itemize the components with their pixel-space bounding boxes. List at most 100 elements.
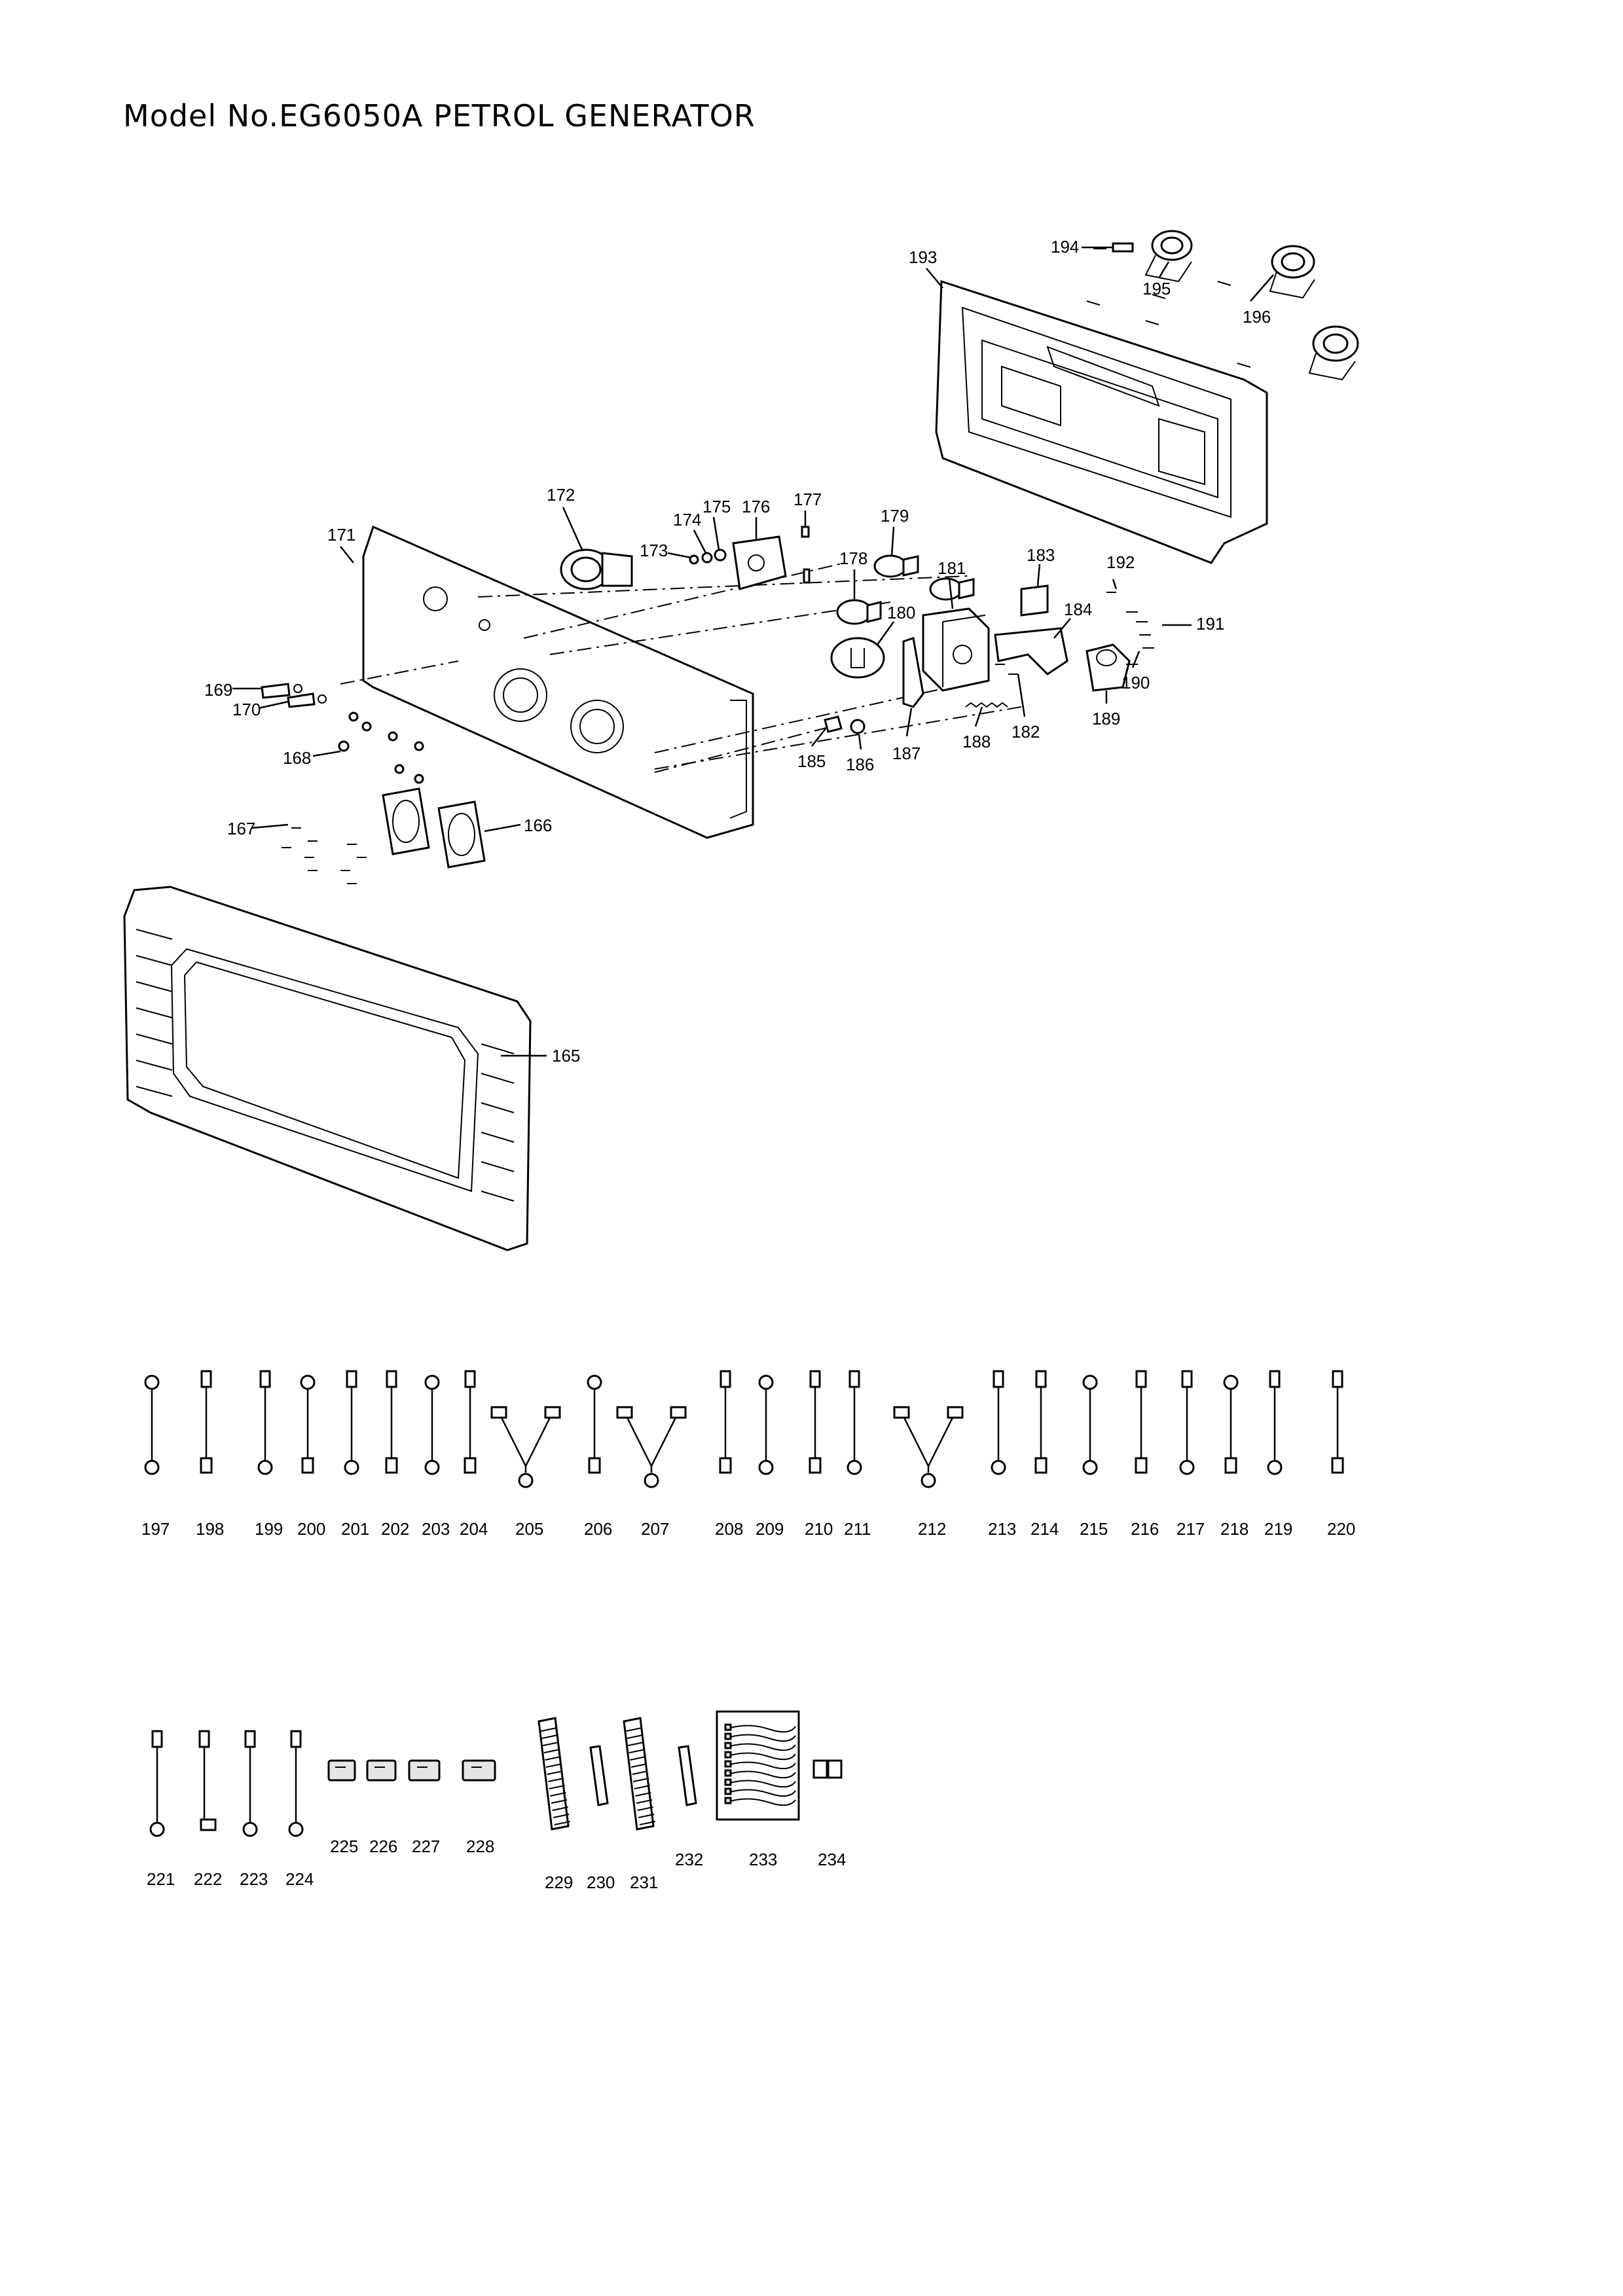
callout-177: 177 <box>793 490 822 509</box>
box-181 <box>922 607 990 692</box>
callout-232: 232 <box>675 1850 703 1869</box>
screws-167 <box>282 827 367 884</box>
indicator-179 <box>873 554 919 578</box>
callout-220: 220 <box>1327 1519 1355 1539</box>
knob-196 <box>1269 245 1315 299</box>
callout-218: 218 <box>1220 1519 1249 1539</box>
callout-213: 213 <box>988 1519 1016 1539</box>
callout-182: 182 <box>1012 722 1040 742</box>
callout-181: 181 <box>938 558 966 578</box>
callout-223: 223 <box>240 1869 268 1889</box>
wire-item-225: 225 <box>327 1759 358 1856</box>
callout-171: 171 <box>327 525 356 545</box>
knob-195 <box>1144 230 1193 283</box>
callout-234: 234 <box>818 1850 846 1869</box>
wire-item-232: 232 <box>675 1745 703 1869</box>
wire-item-205: 205 <box>490 1406 561 1539</box>
callout-188: 188 <box>962 732 991 751</box>
bracket-187 <box>902 637 924 708</box>
callout-179: 179 <box>881 506 909 526</box>
callout-225: 225 <box>330 1837 358 1856</box>
callout-198: 198 <box>196 1519 224 1539</box>
wire-item-223: 223 <box>240 1730 268 1889</box>
callout-193: 193 <box>909 247 937 267</box>
callout-174: 174 <box>673 510 701 529</box>
part-186 <box>850 719 866 734</box>
wire-item-233: 233 <box>716 1710 800 1869</box>
callout-206: 206 <box>584 1519 612 1539</box>
switch-172 <box>560 548 633 590</box>
callout-185: 185 <box>797 751 826 771</box>
wire-item-230: 230 <box>587 1745 615 1892</box>
wire-item-209: 209 <box>756 1374 784 1539</box>
front-frame-165 <box>123 886 532 1251</box>
wire-item-200: 200 <box>297 1374 325 1539</box>
spring-188 <box>965 702 1008 708</box>
callout-214: 214 <box>1030 1519 1059 1539</box>
wire-item-221: 221 <box>147 1730 175 1889</box>
callout-226: 226 <box>369 1837 397 1856</box>
wire-item-222: 222 <box>194 1730 222 1889</box>
wire-item-204: 204 <box>460 1370 488 1539</box>
callout-194: 194 <box>1051 237 1079 257</box>
callout-230: 230 <box>587 1873 615 1892</box>
wire-item-211: 211 <box>844 1370 871 1539</box>
wire-item-212: 212 <box>893 1406 964 1539</box>
callout-233: 233 <box>749 1850 777 1869</box>
callout-196: 196 <box>1243 307 1271 327</box>
callout-184: 184 <box>1064 600 1092 619</box>
wire-item-220: 220 <box>1327 1370 1355 1539</box>
callout-165: 165 <box>552 1046 580 1066</box>
bracket-184 <box>994 627 1068 675</box>
callout-183: 183 <box>1027 545 1055 565</box>
callout-189: 189 <box>1092 709 1120 728</box>
callout-215: 215 <box>1080 1519 1108 1539</box>
callout-169: 169 <box>204 680 232 700</box>
callout-200: 200 <box>297 1519 325 1539</box>
front-plate-171 <box>362 525 754 839</box>
wire-item-206: 206 <box>584 1374 612 1539</box>
callout-166: 166 <box>524 816 552 835</box>
callout-187: 187 <box>892 744 921 763</box>
cap-180 <box>830 637 885 679</box>
fasteners-173-175 <box>689 548 727 565</box>
callout-175: 175 <box>702 497 731 516</box>
wire-item-210: 210 <box>805 1370 833 1539</box>
callout-231: 231 <box>630 1873 658 1892</box>
wire-item-224: 224 <box>285 1730 314 1889</box>
callout-197: 197 <box>141 1519 170 1539</box>
callout-227: 227 <box>412 1837 440 1856</box>
nuts-168 <box>338 711 424 784</box>
callout-219: 219 <box>1264 1519 1292 1539</box>
callout-173: 173 <box>640 541 668 560</box>
screws-190-192 <box>995 592 1154 675</box>
wire-item-217: 217 <box>1176 1370 1205 1539</box>
breaker-176 <box>732 535 787 590</box>
wire-item-208: 208 <box>715 1370 743 1539</box>
callout-202: 202 <box>381 1519 409 1539</box>
callout-176: 176 <box>742 497 770 516</box>
wire-item-207: 207 <box>616 1406 687 1539</box>
socket-166a <box>382 787 430 855</box>
screw-194 <box>1082 242 1134 253</box>
callout-168: 168 <box>283 748 311 768</box>
wire-item-198: 198 <box>196 1370 224 1539</box>
callout-222: 222 <box>194 1869 222 1889</box>
wire-item-202: 202 <box>381 1370 409 1539</box>
part-185 <box>824 715 843 733</box>
knob-196b <box>1308 325 1359 381</box>
callout-195: 195 <box>1142 279 1171 298</box>
wire-item-219: 219 <box>1264 1370 1292 1539</box>
indicator-181 <box>929 577 975 601</box>
assembly-lines <box>340 562 1022 773</box>
callout-191: 191 <box>1196 614 1224 634</box>
wire-item-226: 226 <box>366 1759 397 1856</box>
callout-217: 217 <box>1176 1519 1205 1539</box>
callout-221: 221 <box>147 1869 175 1889</box>
relay-183 <box>1020 584 1049 617</box>
callout-204: 204 <box>460 1519 488 1539</box>
wire-item-231: 231 <box>623 1717 658 1892</box>
wire-item-228: 228 <box>462 1759 496 1856</box>
callout-192: 192 <box>1106 552 1135 572</box>
